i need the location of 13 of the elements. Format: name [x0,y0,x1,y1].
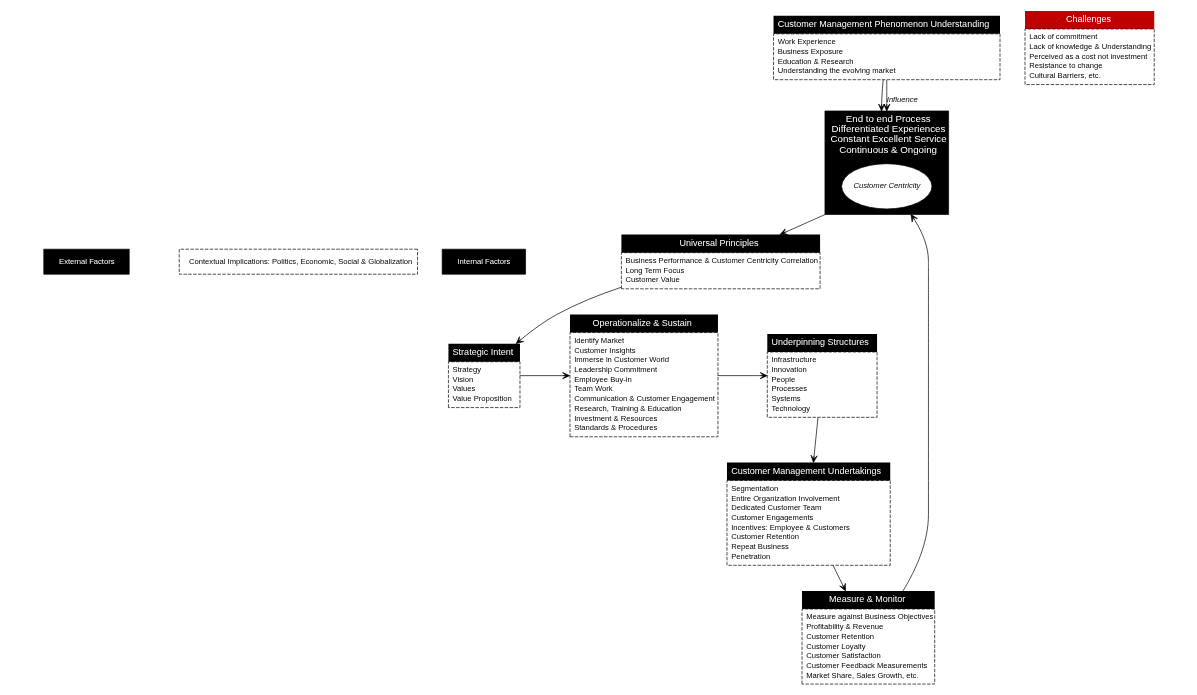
arrow [877,79,885,112]
arrow [515,286,622,344]
arrow [810,417,818,463]
arrow [716,372,767,380]
arrow [882,79,890,112]
arrow [518,372,570,380]
edge-label: Influence [886,95,918,105]
node-box: External Factors [42,248,130,275]
node-box: Internal Factors [441,248,526,275]
arrow [832,565,846,592]
arrow [779,214,826,235]
node-box: Contextual Implications: Politics, Economic, Social & Globalization [178,248,418,275]
node-ellipse: Customer Centricity [840,163,932,210]
